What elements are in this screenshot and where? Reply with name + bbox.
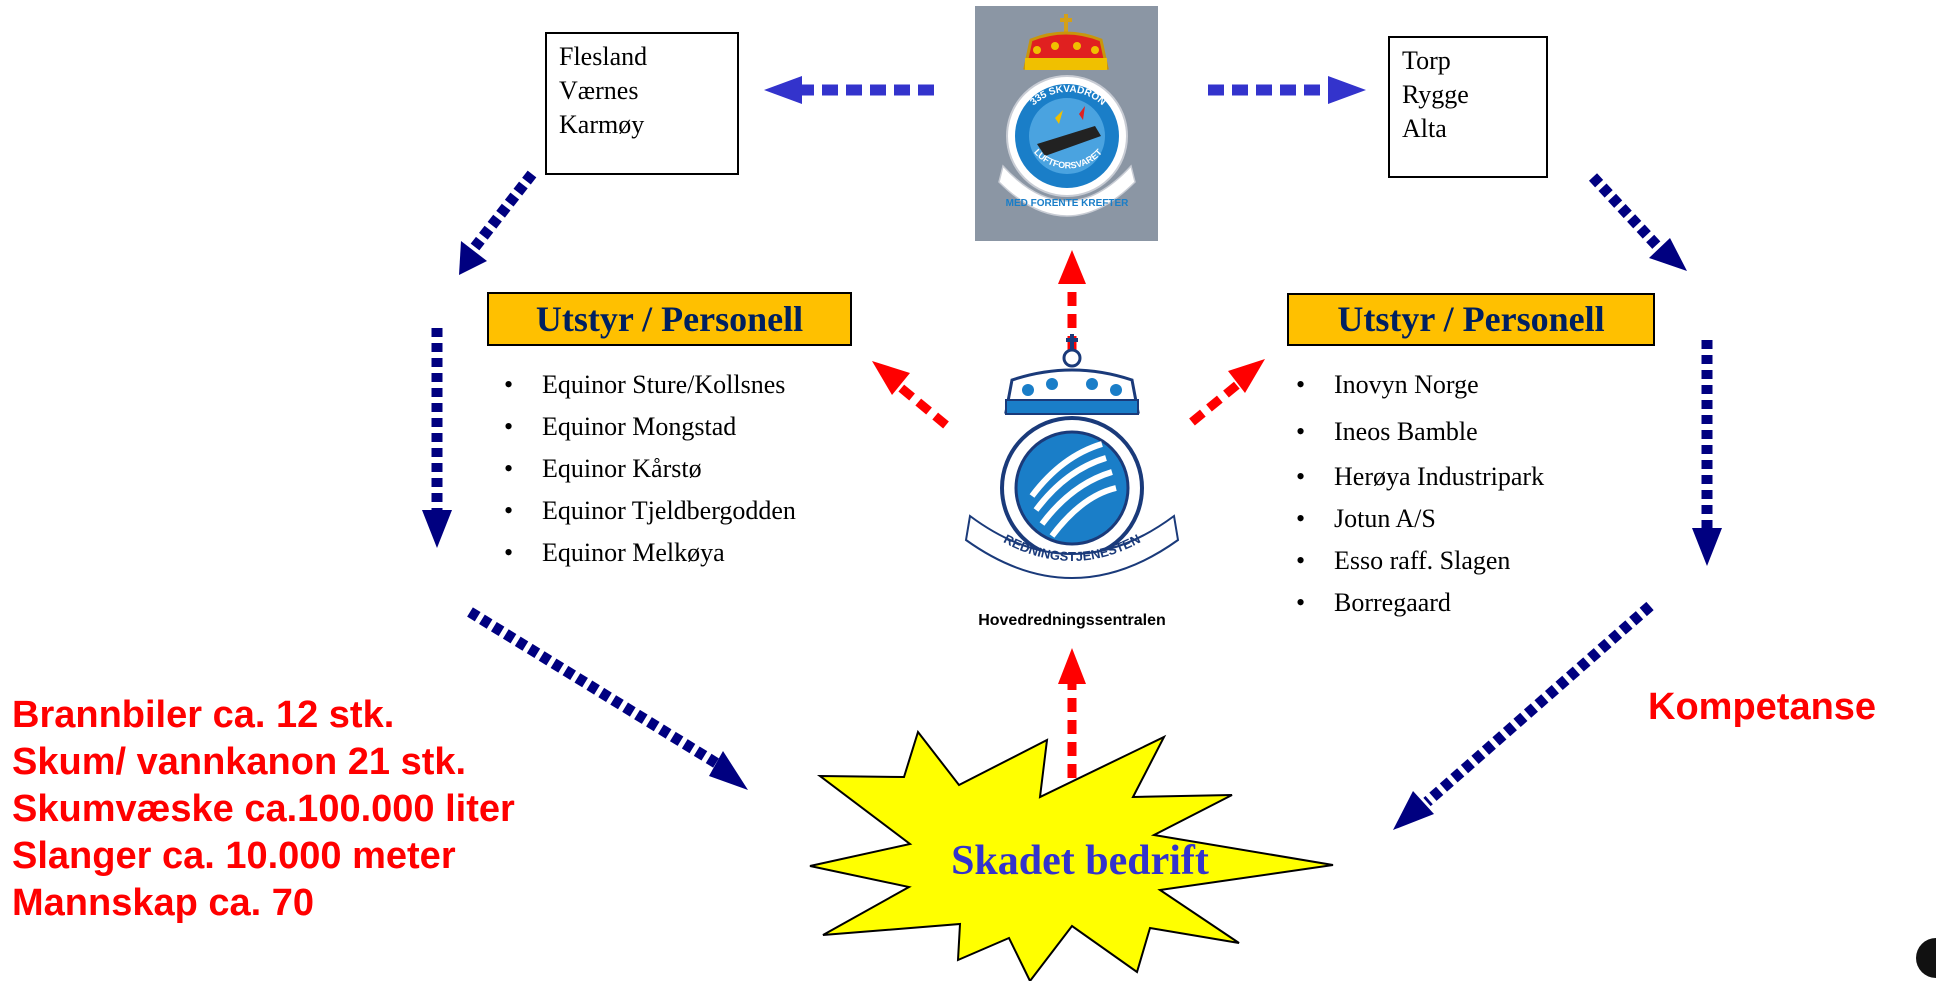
list-item: Equinor Tjeldbergodden xyxy=(492,490,796,532)
list-item: Borregaard xyxy=(1284,582,1544,624)
arrow-logo-to-right-box xyxy=(1208,76,1366,104)
list-item: Equinor Melkøya xyxy=(492,532,796,574)
arrow-center-emblem-to-left-panel xyxy=(872,361,949,429)
explosion-star xyxy=(809,729,1334,981)
rescue-emblem: REDNINGSTJENESTEN xyxy=(956,330,1188,592)
right-airports-box: Torp Rygge Alta xyxy=(1388,36,1548,178)
resource-list: Brannbiler ca. 12 stk. Skum/ vannkanon 2… xyxy=(12,692,515,927)
left-panel-header: Utstyr / Personell xyxy=(487,292,852,346)
resource-item: Skumvæske ca.100.000 liter xyxy=(12,788,515,830)
arrow-left-box-to-left-column xyxy=(459,170,537,275)
airport-rygge: Rygge xyxy=(1402,80,1469,109)
arrow-right-to-center xyxy=(1393,601,1654,830)
airport-karmoy: Karmøy xyxy=(559,110,645,139)
list-item: Herøya Industripark xyxy=(1284,456,1544,498)
rescue-ribbon xyxy=(964,514,1180,579)
list-item: Equinor Kårstø xyxy=(492,448,796,490)
arrow-center-emblem-to-right-panel xyxy=(1189,359,1265,426)
squadron-badge-icon xyxy=(1006,75,1128,197)
list-item: Ineos Bamble xyxy=(1284,412,1544,452)
rescue-badge-icon xyxy=(1000,416,1144,560)
squadron-ribbon xyxy=(998,164,1136,217)
right-panel-header: Utstyr / Personell xyxy=(1287,293,1655,346)
resource-item: Brannbiler ca. 12 stk. xyxy=(12,694,395,736)
center-label: Skadet bedrift xyxy=(951,838,1209,884)
airport-varnes: Værnes xyxy=(559,76,639,105)
resource-item: Mannskap ca. 70 xyxy=(12,882,315,924)
squadron-emblem: 335 SKVADRON LUFTFORSVARET MED FORENTE K… xyxy=(975,6,1158,241)
resource-item: Slanger ca. 10.000 meter xyxy=(12,835,456,877)
airport-flesland: Flesland xyxy=(559,42,648,71)
arrow-left-to-center xyxy=(467,607,748,790)
squadron-emblem-graphic: 335 SKVADRON LUFTFORSVARET MED FORENTE K… xyxy=(998,14,1136,217)
rescue-emblem-caption: Hovedredningssentralen xyxy=(978,612,1166,629)
crown-icon xyxy=(1023,14,1109,70)
airport-alta: Alta xyxy=(1402,114,1447,143)
right-panel-list: Inovyn Norge Ineos Bamble Herøya Industr… xyxy=(1284,364,1544,624)
list-item: Equinor Sture/Kollsnes xyxy=(492,364,796,406)
kompetanse-label: Kompetanse xyxy=(1648,686,1877,728)
list-item: Equinor Mongstad xyxy=(492,406,796,448)
list-item: Inovyn Norge xyxy=(1284,364,1544,406)
airport-torp: Torp xyxy=(1402,46,1451,75)
arrow-left-column-down xyxy=(422,328,452,548)
crown-icon xyxy=(1004,334,1140,415)
arrow-logo-to-left-box xyxy=(764,76,934,104)
arrow-right-column-down xyxy=(1692,340,1722,566)
rescue-emblem-graphic: REDNINGSTJENESTEN xyxy=(964,334,1180,579)
arrow-star-to-center-emblem xyxy=(1058,648,1086,778)
list-item: Jotun A/S xyxy=(1284,498,1544,540)
resource-item: Skum/ vannkanon 21 stk. xyxy=(12,741,467,783)
left-panel-list: Equinor Sture/Kollsnes Equinor Mongstad … xyxy=(492,364,796,574)
list-item: Esso raff. Slagen xyxy=(1284,540,1544,582)
squadron-ribbon-text: MED FORENTE KREFTER xyxy=(1006,198,1130,209)
corner-circle-icon xyxy=(1916,938,1936,978)
arrow-right-box-to-right-column xyxy=(1588,173,1687,271)
left-airports-box: Flesland Værnes Karmøy xyxy=(545,32,739,175)
